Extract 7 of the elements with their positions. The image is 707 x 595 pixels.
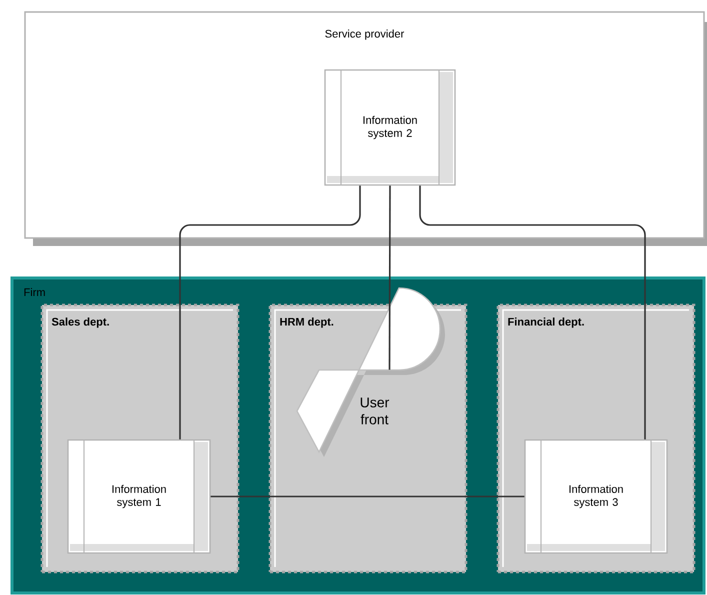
system-box: Information system 3 bbox=[524, 439, 668, 554]
system-box: Information system 1 bbox=[67, 439, 211, 554]
connector-line bbox=[179, 186, 361, 440]
system-box: Information system 2 bbox=[324, 69, 456, 186]
connector-line bbox=[388, 186, 391, 370]
connector-line bbox=[419, 186, 646, 440]
connector-line bbox=[210, 496, 524, 498]
